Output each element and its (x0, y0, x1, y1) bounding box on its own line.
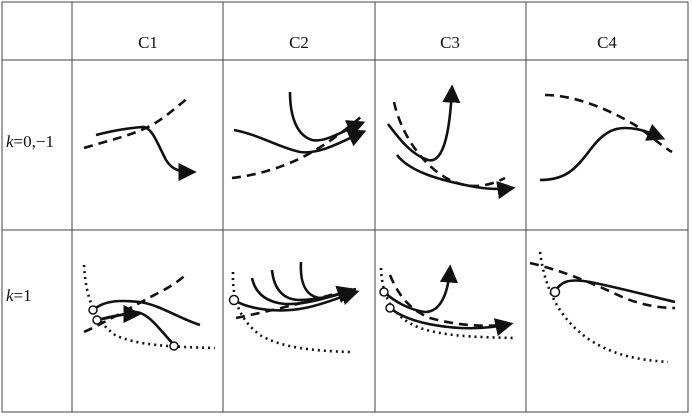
endpoint-marker (169, 341, 179, 351)
endpoint-marker (88, 305, 98, 315)
dotted-boundary (231, 271, 353, 354)
column-header-c1: C1 (138, 33, 158, 52)
dotted-boundary (538, 251, 669, 364)
trajectory-right (395, 154, 516, 200)
trajectory-arrow (539, 123, 666, 182)
dotted-boundary (82, 264, 216, 350)
cell-c2-row1 (231, 91, 367, 180)
cell-c2-row2 (228, 261, 360, 354)
endpoint-marker (228, 294, 240, 306)
trajectory-upper (92, 299, 201, 327)
endpoint-marker (549, 286, 561, 298)
k-symbol: k (6, 286, 14, 305)
column-header-c2: C2 (289, 33, 309, 52)
row-label-k-1: k=1 (6, 286, 32, 306)
dashed-curve (83, 96, 189, 150)
dashed-curve (544, 93, 673, 154)
trajectory-upper (288, 91, 366, 142)
cell-c1-row1 (83, 96, 197, 182)
dashed-curve (388, 274, 506, 328)
endpoint-marker (385, 303, 395, 313)
dashed-curve (392, 101, 506, 188)
trajectory-arrow (96, 304, 142, 324)
row-label-k-0-minus1: k=0,−1 (6, 132, 54, 152)
trajectory-up (386, 84, 461, 162)
cell-c4-row1 (539, 93, 673, 182)
cell-c1-row2 (82, 264, 216, 351)
trajectory-arrow (95, 125, 197, 182)
trajectory-up (383, 264, 458, 314)
k-value: =0,−1 (13, 132, 54, 151)
cell-c3-row1 (386, 84, 516, 200)
endpoint-marker (379, 287, 389, 297)
k-symbol: k (6, 132, 14, 151)
column-header-c3: C3 (440, 33, 460, 52)
dashed-curve (529, 261, 676, 310)
column-header-c4: C4 (597, 33, 617, 52)
k-value: =1 (13, 286, 32, 305)
trajectory-4 (299, 261, 353, 300)
trajectory-right (389, 306, 514, 336)
dashed-curve (83, 272, 189, 334)
endpoint-marker (92, 315, 102, 325)
cell-c4-row2 (529, 251, 676, 364)
trajectory-lower (233, 128, 367, 154)
cell-c3-row2 (379, 264, 516, 340)
trajectory (553, 279, 676, 304)
